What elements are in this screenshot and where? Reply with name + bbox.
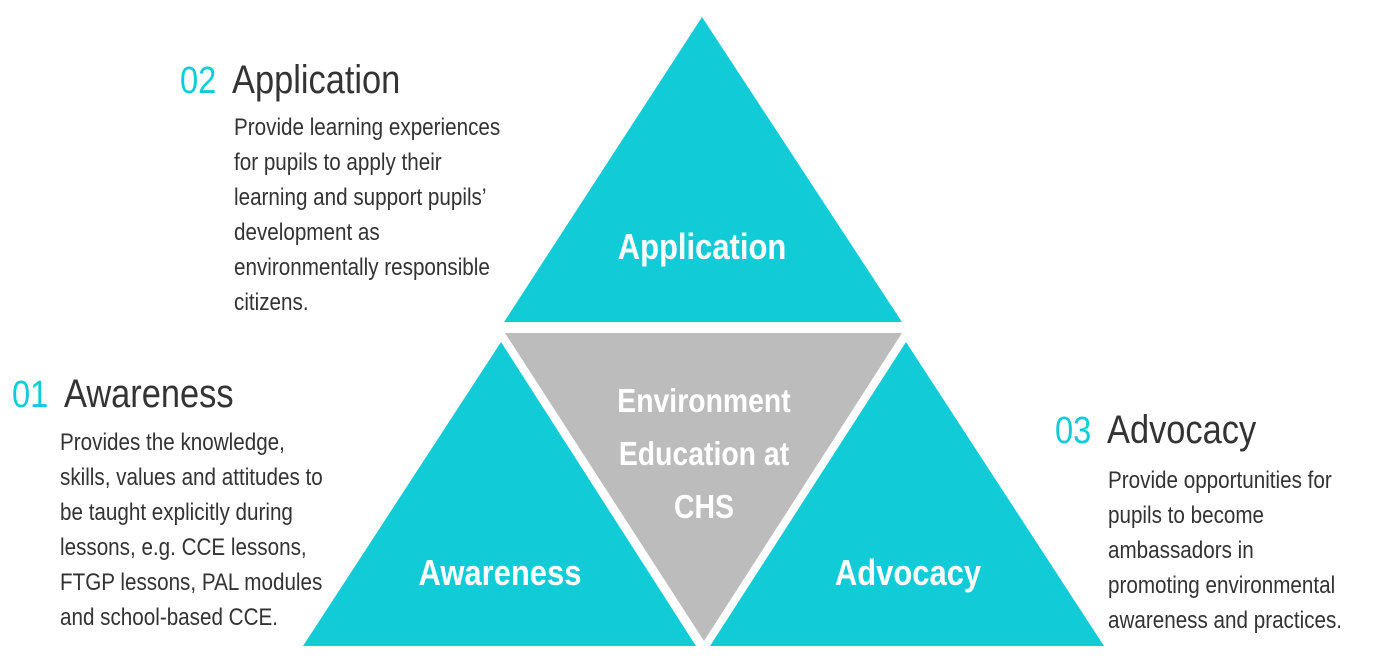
description-line: lessons, e.g. CCE lessons, xyxy=(60,534,307,561)
description-line: awareness and practices. xyxy=(1108,607,1343,634)
description-line: Provide opportunities for xyxy=(1108,467,1332,494)
item-title: Advocacy xyxy=(1107,408,1257,452)
item-awareness: 01 Awareness xyxy=(12,372,261,417)
description-line: promoting environmental xyxy=(1108,572,1336,599)
item-number: 01 xyxy=(12,374,49,416)
description-line: FTGP lessons, PAL modules xyxy=(60,569,323,596)
description-line: citizens. xyxy=(234,289,309,316)
description-line: ambassadors in xyxy=(1108,537,1254,564)
description-line: environmentally responsible xyxy=(234,254,490,281)
triangle-center xyxy=(505,333,902,641)
center-label-line: Education at xyxy=(618,435,790,472)
item-number: 02 xyxy=(180,60,217,102)
center-label: Environment Education at CHS xyxy=(575,374,833,533)
item-title: Awareness xyxy=(64,372,234,416)
item-description-awareness: Provides the knowledge, skills, values a… xyxy=(60,425,323,635)
description-line: skills, values and attitudes to xyxy=(60,464,323,491)
description-line: pupils to become xyxy=(1108,502,1265,529)
triangle-label-advocacy: Advocacy xyxy=(834,552,982,593)
item-number: 03 xyxy=(1055,410,1092,452)
item-title: Application xyxy=(232,58,401,102)
item-heading: 02 Application xyxy=(180,58,428,103)
center-label-line: CHS xyxy=(674,488,734,525)
description-line: Provide learning experiences xyxy=(234,114,501,141)
item-heading: 01 Awareness xyxy=(12,372,261,417)
item-description-application: Provide learning experiences for pupils … xyxy=(234,110,500,320)
triangle-application xyxy=(504,17,902,322)
triangle-label-application: Application xyxy=(617,226,787,267)
description-line: Provides the knowledge, xyxy=(60,429,285,456)
item-application: 02 Application xyxy=(180,58,428,103)
item-advocacy: 03 Advocacy xyxy=(1055,408,1281,453)
item-heading: 03 Advocacy xyxy=(1055,408,1281,453)
item-description-advocacy: Provide opportunities for pupils to beco… xyxy=(1108,463,1342,638)
description-line: be taught explicitly during xyxy=(60,499,293,526)
triangle-awareness xyxy=(303,342,696,646)
triangle-advocacy xyxy=(710,342,1104,646)
triangle-label-awareness: Awareness xyxy=(418,552,582,593)
description-line: learning and support pupils’ xyxy=(234,184,487,211)
description-line: for pupils to apply their xyxy=(234,149,442,176)
description-line: development as xyxy=(234,219,380,246)
description-line: and school-based CCE. xyxy=(60,604,278,631)
center-label-line: Environment xyxy=(617,382,791,419)
